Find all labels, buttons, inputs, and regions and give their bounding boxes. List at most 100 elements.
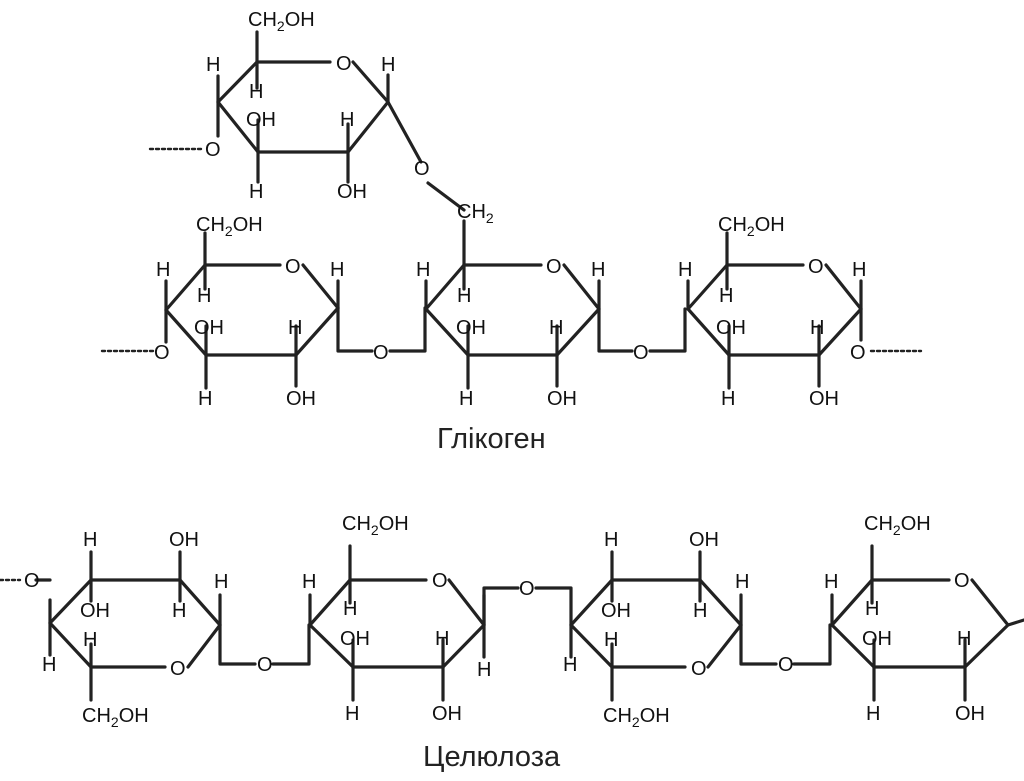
cellulose-ring-1 bbox=[48, 578, 222, 669]
cellulose-ring-1-h-mid-left: H bbox=[83, 629, 97, 651]
cellulose-ring-2-h-left-top: H bbox=[302, 571, 316, 593]
cellulose-ring-3-h-top-right: H bbox=[735, 571, 749, 593]
glycogen-branch-h-right-top: H bbox=[381, 54, 395, 76]
glycogen-link-oxygen-2: O bbox=[633, 342, 649, 364]
glycogen-ring-3 bbox=[686, 263, 863, 357]
glycogen-branch-bond-6 bbox=[386, 100, 423, 164]
cellulose-ring-4-h-mid: H bbox=[957, 628, 971, 650]
glycogen-ring-3-ch2oh: CH2OH bbox=[718, 214, 785, 239]
cellulose-link-oxygen-3: O bbox=[778, 654, 794, 676]
glycogen-ring-1-h-bottom: H bbox=[198, 388, 212, 410]
glycogen-ring-1-oxygen: O bbox=[285, 256, 301, 278]
cellulose-ring-2 bbox=[308, 578, 486, 669]
cellulose-link-oxygen-1: O bbox=[257, 654, 273, 676]
molecule-labels: CH2OH O H H H OH H O H OH O CH2 CH2OH O … bbox=[24, 9, 985, 773]
glycogen-ring-3-oh-mid: OH bbox=[716, 317, 746, 339]
cellulose-ring-2-oh-bottom-right: OH bbox=[432, 703, 462, 725]
cellulose-left-oxygen: O bbox=[24, 570, 40, 592]
subscript-2: 2 bbox=[371, 522, 379, 538]
cellulose-ring-4-h-left-top: H bbox=[824, 571, 838, 593]
glycogen-branch-oh-mid: OH bbox=[246, 109, 276, 131]
subscript-2: 2 bbox=[111, 714, 119, 730]
glycogen-ring-1-h-inner: H bbox=[197, 285, 211, 307]
glycogen-ring-3-h-right-top: H bbox=[852, 259, 866, 281]
glycogen-branch-h-inner: H bbox=[249, 81, 263, 103]
glycogen-ring-3-right-oxygen: O bbox=[850, 342, 866, 364]
subscript-2: 2 bbox=[486, 210, 494, 226]
subscript-2: 2 bbox=[747, 223, 755, 239]
glycogen-branch-h-bottom: H bbox=[249, 181, 263, 203]
cellulose-ring-3-h-bottom-left: H bbox=[563, 654, 577, 676]
cellulose-ring-1-oh-mid-left: OH bbox=[80, 600, 110, 622]
cellulose-ring-4-oh-mid: OH bbox=[862, 628, 892, 650]
glycogen-ring-1-oh-bottom: OH bbox=[286, 388, 316, 410]
glycogen-ring-2-oh-mid: OH bbox=[456, 317, 486, 339]
cellulose-ring-3-h-mid-right: H bbox=[693, 600, 707, 622]
cellulose-ring-2-h-mid: H bbox=[435, 628, 449, 650]
cellulose-ring-3-oxygen: O bbox=[691, 658, 707, 680]
glycogen-branch-link bbox=[426, 181, 466, 212]
cellulose-ring-4-h-bottom-left: H bbox=[866, 703, 880, 725]
glycogen-ring-2-h-inner: H bbox=[457, 285, 471, 307]
glycogen-ring-3-h-mid: H bbox=[810, 317, 824, 339]
subscript-2: 2 bbox=[277, 18, 285, 34]
glycogen-ring-2-h-bottom: H bbox=[459, 388, 473, 410]
cellulose-ring-1-ch2oh: CH2OH bbox=[82, 705, 149, 730]
glycogen-branch-h-left-top: H bbox=[206, 54, 220, 76]
cellulose-ring-2-ch2oh: CH2OH bbox=[342, 513, 409, 538]
glycogen-ring-3-h-left-top: H bbox=[678, 259, 692, 281]
cellulose-ring-3-h-top-left: H bbox=[604, 529, 618, 551]
cellulose-ring-4-oh-bottom-right: OH bbox=[955, 703, 985, 725]
glycogen-caption: Глікоген bbox=[437, 423, 546, 455]
glycogen-ring-1-h-left-top: H bbox=[156, 259, 170, 281]
cellulose-ring-3 bbox=[569, 578, 743, 669]
glycogen-section bbox=[100, 30, 923, 390]
glycogen-branch-oh-bottom: OH bbox=[337, 181, 367, 203]
subscript-2: 2 bbox=[893, 522, 901, 538]
glycogen-ch2-link: CH2 bbox=[457, 201, 494, 226]
cellulose-ring-2-h-right-bottom: H bbox=[477, 659, 491, 681]
cellulose-ring-4 bbox=[830, 578, 1010, 669]
cellulose-ring-1-h-mid-right: H bbox=[172, 600, 186, 622]
cellulose-ring-4-oxygen: O bbox=[954, 570, 970, 592]
glycogen-ring-2-h-mid: H bbox=[549, 317, 563, 339]
glycogen-ring-1-ch2oh: CH2OH bbox=[196, 214, 263, 239]
cellulose-ring-3-h-mid-left: H bbox=[604, 629, 618, 651]
cellulose-ring-3-ch2oh: CH2OH bbox=[603, 705, 670, 730]
cellulose-link-2-3 bbox=[482, 586, 573, 627]
glycogen-ring-1-oh-mid: OH bbox=[194, 317, 224, 339]
glycogen-link-1-2 bbox=[336, 306, 427, 353]
cellulose-ring-4-h-inner: H bbox=[865, 598, 879, 620]
glycogen-ring-3-oxygen: O bbox=[808, 256, 824, 278]
glycogen-ring-3-h-bottom: H bbox=[721, 388, 735, 410]
glycogen-branch-left-oxygen: O bbox=[205, 139, 221, 161]
cellulose-ring-1-oh-top-right: OH bbox=[169, 529, 199, 551]
glycogen-ring-2-oh-bottom: OH bbox=[547, 388, 577, 410]
cellulose-ring-3-oh-top-right: OH bbox=[689, 529, 719, 551]
cellulose-ring-1-h-bottom-left: H bbox=[42, 654, 56, 676]
glycogen-ring-1-left-oxygen: O bbox=[154, 342, 170, 364]
cellulose-ring-2-oh-mid: OH bbox=[340, 628, 370, 650]
cellulose-ring-1-h-top-left: H bbox=[83, 529, 97, 551]
subscript-2: 2 bbox=[632, 714, 640, 730]
subscript-2: 2 bbox=[225, 223, 233, 239]
glycogen-ring-2 bbox=[424, 263, 601, 357]
cellulose-ring-2-h-bottom-left: H bbox=[345, 703, 359, 725]
glycogen-ring-2-h-right-top: H bbox=[591, 259, 605, 281]
cellulose-ring-2-h-inner: H bbox=[343, 598, 357, 620]
cellulose-link-3-4 bbox=[739, 623, 832, 666]
cellulose-section bbox=[0, 544, 1024, 702]
glycogen-branch-ch2oh: CH2OH bbox=[248, 9, 315, 34]
cellulose-ring-1-oxygen: O bbox=[170, 658, 186, 680]
glycogen-ring-2-h-left-top: H bbox=[416, 259, 430, 281]
glycogen-ring-1-h-mid: H bbox=[288, 317, 302, 339]
cellulose-ring-3-oh-mid-left: OH bbox=[601, 600, 631, 622]
cellulose-link-oxygen-2: O bbox=[519, 578, 535, 600]
glycogen-ring-3-oh-bottom: OH bbox=[809, 388, 839, 410]
glycogen-branch-ring-oxygen: O bbox=[336, 53, 352, 75]
cellulose-link-1-2 bbox=[218, 623, 311, 666]
glycogen-link-2-3 bbox=[597, 307, 687, 353]
cellulose-ring-4-bond-8 bbox=[1006, 618, 1024, 627]
